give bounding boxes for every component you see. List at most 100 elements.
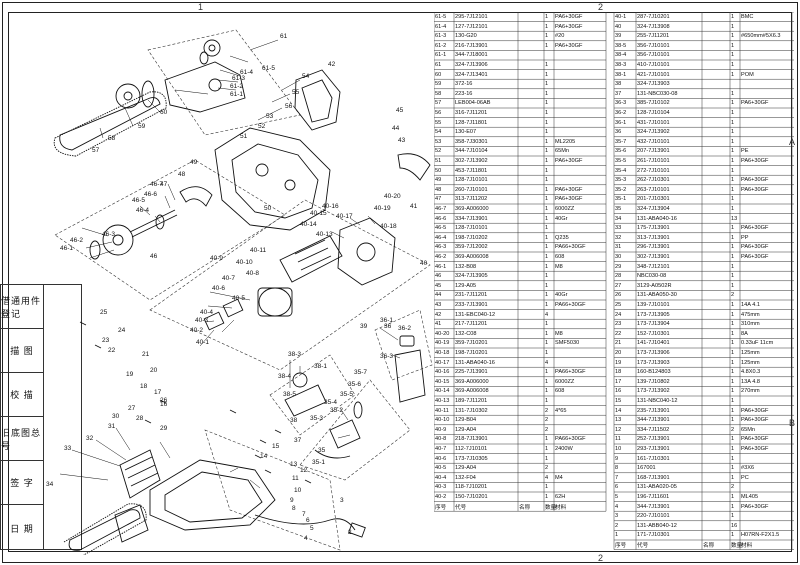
bom-right-header-0: 序号	[615, 543, 627, 549]
bom-left-header-4: 材料	[555, 504, 567, 511]
callout-50: 50	[264, 205, 272, 212]
bom-right-row-23-col-1: 313-7J13901	[637, 234, 670, 241]
bom-right-row-45-col-3: 1	[731, 446, 735, 452]
bom-left-row-29-col-4: 40Gr	[555, 292, 568, 299]
bom-left-row-36-col-0: 40-17	[435, 359, 450, 366]
bom-left-row-10-col-0: 56	[435, 110, 442, 116]
zone-top-1: 1	[198, 2, 204, 12]
bom-right-row-5-col-1: 410-7J10101	[637, 62, 670, 68]
bom-right-row-15-col-3: 1	[731, 158, 735, 164]
bom-right-row-0-col-3: 1	[731, 14, 735, 20]
bom-left-row-5-col-1: 324-7J13906	[455, 62, 488, 68]
bom-left-row-9-col-3: 1	[545, 100, 549, 107]
main-housing-inner	[231, 143, 319, 219]
bom-right-row-20-col-0: 35	[615, 206, 622, 212]
callout-40: 40	[420, 260, 428, 267]
bom-left-row-4-col-1: 344-7J18001	[455, 52, 488, 59]
bom-left-row-12-col-1: 130-E07	[455, 129, 477, 136]
bom-left-row-24-col-1: 359-7J12002	[455, 244, 488, 251]
bom-right-row-54-col-3: 1	[731, 532, 735, 539]
bom-right-row-22-col-1: 175-7J13901	[637, 225, 670, 232]
callout-61-3: 61-3	[232, 75, 245, 82]
bom-left-row-19-col-4: PA6+30GF	[555, 196, 583, 203]
callout-40-1: 40-1	[196, 339, 209, 346]
bom-left-row-14-col-4: 65Mn	[555, 148, 569, 155]
bom-right-row-17-col-4: PA6+30GF	[741, 177, 769, 184]
shaft-46-6	[129, 209, 176, 233]
bom-right-row-4-col-0: 38-4	[615, 52, 627, 59]
bom-right-row-33-col-3: 1	[731, 330, 735, 337]
callout-19: 19	[126, 371, 134, 378]
bom-left-row-1-col-0: 61-4	[435, 23, 447, 30]
bom-right-row-29-col-3: 2	[731, 292, 735, 299]
bom-right-row-25-col-0: 30	[615, 254, 622, 260]
callout-30: 30	[112, 413, 120, 420]
bom-right-row-48-col-0: 7	[615, 474, 619, 481]
bom-right-row-46-col-3: 1	[731, 455, 735, 462]
bom-right-row-32-col-0: 23	[615, 321, 622, 328]
bom-left-row-13-col-3: 1	[545, 138, 549, 145]
bom-left-row-1-col-4: PA6+30GF	[555, 23, 583, 30]
callout-35: 35	[318, 447, 326, 454]
bom-right-row-18-col-0: 35-2	[615, 186, 627, 193]
bom-left-row-27-col-0: 46	[435, 273, 442, 280]
bom-right-row-15-col-1: 261-7J10101	[637, 158, 670, 164]
callout-25: 25	[100, 309, 108, 316]
bom-left-row-26-col-3: 1	[545, 263, 549, 270]
bom-right-row-50-col-3: 1	[731, 494, 735, 500]
callout-43: 43	[398, 137, 406, 144]
bom-left-row-3-col-0: 61-2	[435, 42, 447, 49]
callout-1: 1	[0, 10, 4, 12]
bom-left-row-36-col-3: 4	[545, 359, 549, 366]
bom-left-row-21-col-3: 1	[545, 215, 549, 222]
bom-left-row-28-col-3: 1	[545, 282, 549, 289]
rear-handle-32	[119, 449, 161, 499]
bom-right-row-10-col-1: 128-7J10104	[637, 110, 670, 116]
stamp-tracing: 描 图	[1, 329, 43, 373]
bom-left-row-15-col-3: 1	[545, 158, 549, 164]
bom-left-row-31-col-0: 42	[435, 311, 442, 318]
bom-right-row-42-col-0: 13	[615, 417, 622, 424]
housing-boss-a	[255, 163, 269, 177]
bom-left-row-24-col-3: 1	[545, 244, 549, 251]
callout-40-13: 40-13	[316, 231, 333, 238]
bom-right-row-29-col-1: 131-ABA050-30	[637, 292, 677, 299]
bom-right-row-12-col-1: 324-7J13902	[637, 129, 670, 136]
bom-left-row-3-col-4: PA6+30GF	[555, 42, 583, 49]
bom-right-row-45-col-0: 10	[615, 446, 622, 452]
bom-left-row-22-col-3: 1	[545, 225, 549, 232]
bom-left-row-40-col-0: 40-13	[435, 398, 450, 404]
callout-40-18: 40-18	[380, 223, 397, 230]
bom-left-row-34-col-1: 359-7J10201	[455, 340, 488, 347]
callout-26: 26	[160, 397, 168, 404]
callout-60: 60	[160, 109, 168, 116]
bom-right-row-16-col-3: 1	[731, 167, 735, 174]
bom-left-row-13-col-4: ML2205	[555, 138, 576, 145]
bom-left-row-11-col-0: 55	[435, 119, 442, 126]
bom-right-row-26-col-3: 1	[731, 263, 735, 270]
bom-left-row-39-col-3: 1	[545, 388, 549, 395]
bom-left-row-31-col-1: 131-EBC040-12	[455, 311, 496, 318]
bom-right-row-4-col-3: 1	[731, 52, 735, 59]
callout-40-5: 40-5	[232, 295, 245, 302]
bom-left-row-0-col-4: PA6+30GF	[555, 14, 583, 20]
cover-61-boss	[208, 78, 222, 92]
bom-left-row-30-col-1: 233-7J13901	[455, 302, 488, 308]
callout-32: 32	[86, 435, 94, 442]
callout-35-2: 35-2	[330, 407, 343, 414]
bom-right-row-47-col-1: 167001	[637, 465, 656, 472]
group-46-box	[54, 159, 286, 301]
bom-left-row-22-col-0: 46-5	[435, 225, 447, 232]
bom-left-row-2-col-3: 1	[545, 33, 549, 40]
bom-left-row-29-col-1: 231-7J11201	[455, 292, 488, 299]
cover-33	[114, 504, 149, 543]
brake-lever-44	[397, 153, 431, 181]
bom-right-row-48-col-4: PC	[741, 474, 749, 481]
callout-40-17: 40-17	[336, 213, 353, 220]
bom-left-row-11-col-3: 1	[545, 119, 549, 126]
callout-40-14: 40-14	[300, 221, 317, 228]
bom-left-row-6-col-1: 324-7J13401	[455, 71, 488, 78]
stamp-signature: 签 字	[1, 461, 43, 505]
bom-left-row-23-col-0: 46-4	[435, 234, 447, 241]
